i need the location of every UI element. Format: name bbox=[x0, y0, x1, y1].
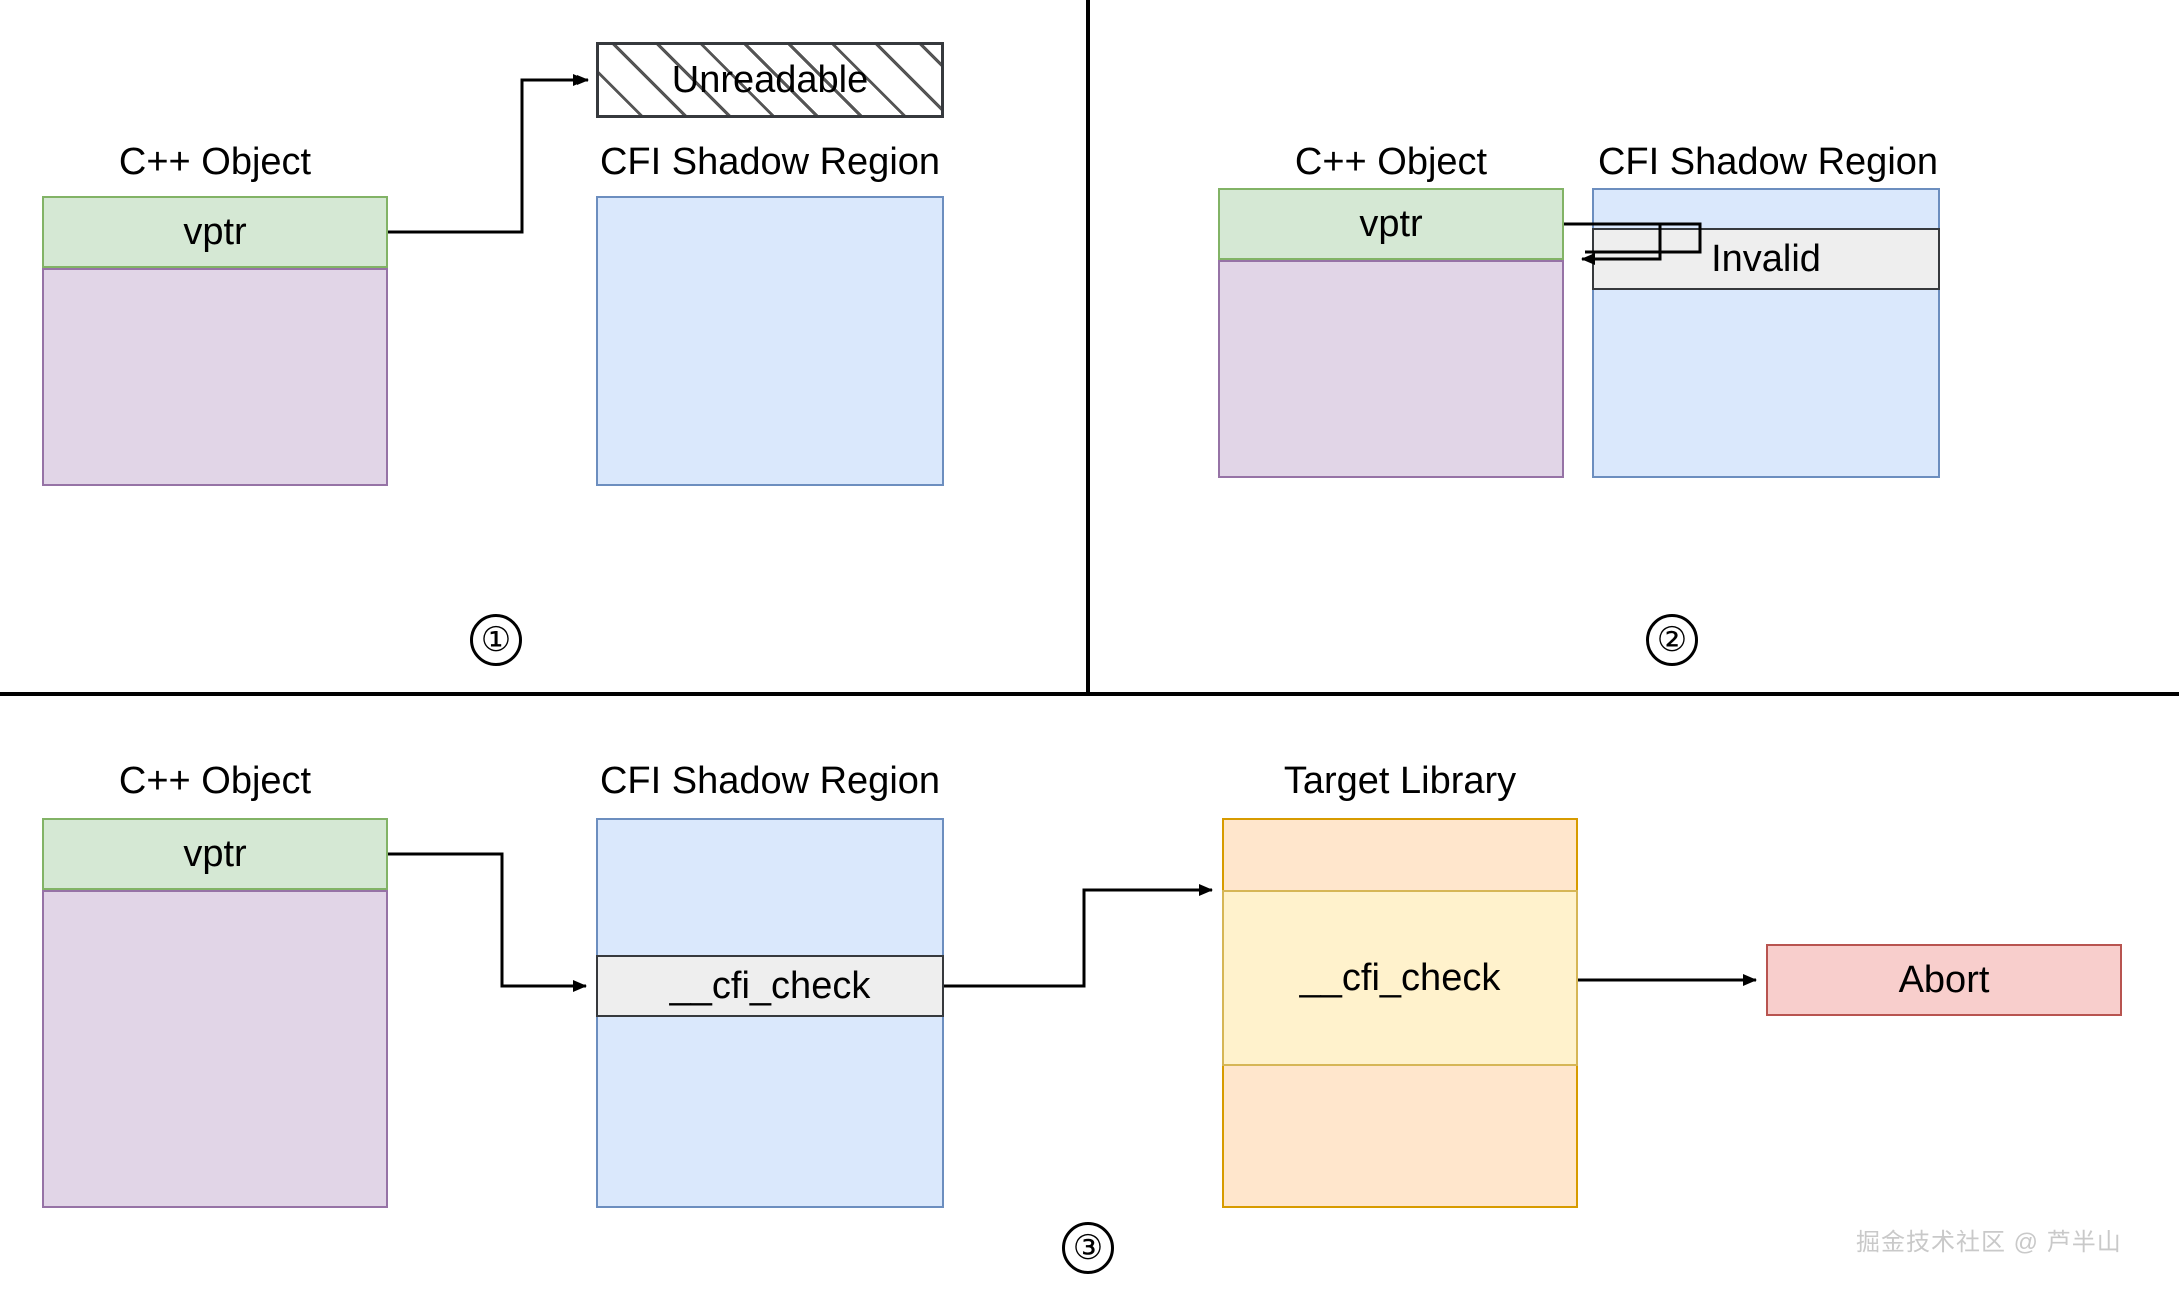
panel-3-object-caption: C++ Object bbox=[118, 760, 312, 802]
hatch-pattern-icon bbox=[599, 45, 941, 115]
unreadable-box: Unreadable bbox=[596, 42, 944, 118]
panel-2-object-body bbox=[1218, 260, 1564, 478]
arrow-p1-vptr-unreadable bbox=[388, 74, 587, 234]
panel-2-vptr-box: vptr bbox=[1218, 188, 1564, 260]
panel-divider-horizontal bbox=[0, 692, 2179, 696]
panel-3-library-cfi-check: __cfi_check bbox=[1222, 890, 1578, 1066]
arrow-p3-vptr-cfi-check bbox=[388, 852, 587, 992]
panel-2-number-badge: ② bbox=[1646, 614, 1698, 666]
panel-1-number-badge: ① bbox=[470, 614, 522, 666]
panel-1-shadow-caption: CFI Shadow Region bbox=[599, 141, 941, 183]
panel-3-vptr-box: vptr bbox=[42, 818, 388, 890]
panel-1-object-caption: C++ Object bbox=[118, 141, 312, 183]
panel-3-number-badge: ③ bbox=[1062, 1222, 1114, 1274]
panel-3-shadow-caption: CFI Shadow Region bbox=[599, 760, 941, 802]
watermark: 掘金技术社区 @ 芦半山 bbox=[1856, 1229, 2122, 1256]
panel-2-invalid-slot: Invalid bbox=[1592, 228, 1940, 290]
panel-3-cfi-check-slot: __cfi_check bbox=[596, 955, 944, 1017]
panel-1-shadow-region bbox=[596, 196, 944, 486]
panel-divider-vertical bbox=[1086, 0, 1090, 694]
panel-3-object-body bbox=[42, 890, 388, 1208]
arrow-p3-cfi-check-library bbox=[944, 884, 1213, 988]
panel-1-object-body bbox=[42, 268, 388, 486]
panel-2-shadow-caption: CFI Shadow Region bbox=[1597, 141, 1939, 183]
panel-3-abort-box: Abort bbox=[1766, 944, 2122, 1016]
panel-1: Unreadable C++ Object CFI Shadow Region … bbox=[0, 0, 2179, 666]
panel-2-object-caption: C++ Object bbox=[1294, 141, 1488, 183]
unreadable-label: Unreadable bbox=[671, 59, 869, 101]
panel-1-vptr-box: vptr bbox=[42, 196, 388, 268]
panel-3-library-caption: Target Library bbox=[1283, 760, 1517, 802]
